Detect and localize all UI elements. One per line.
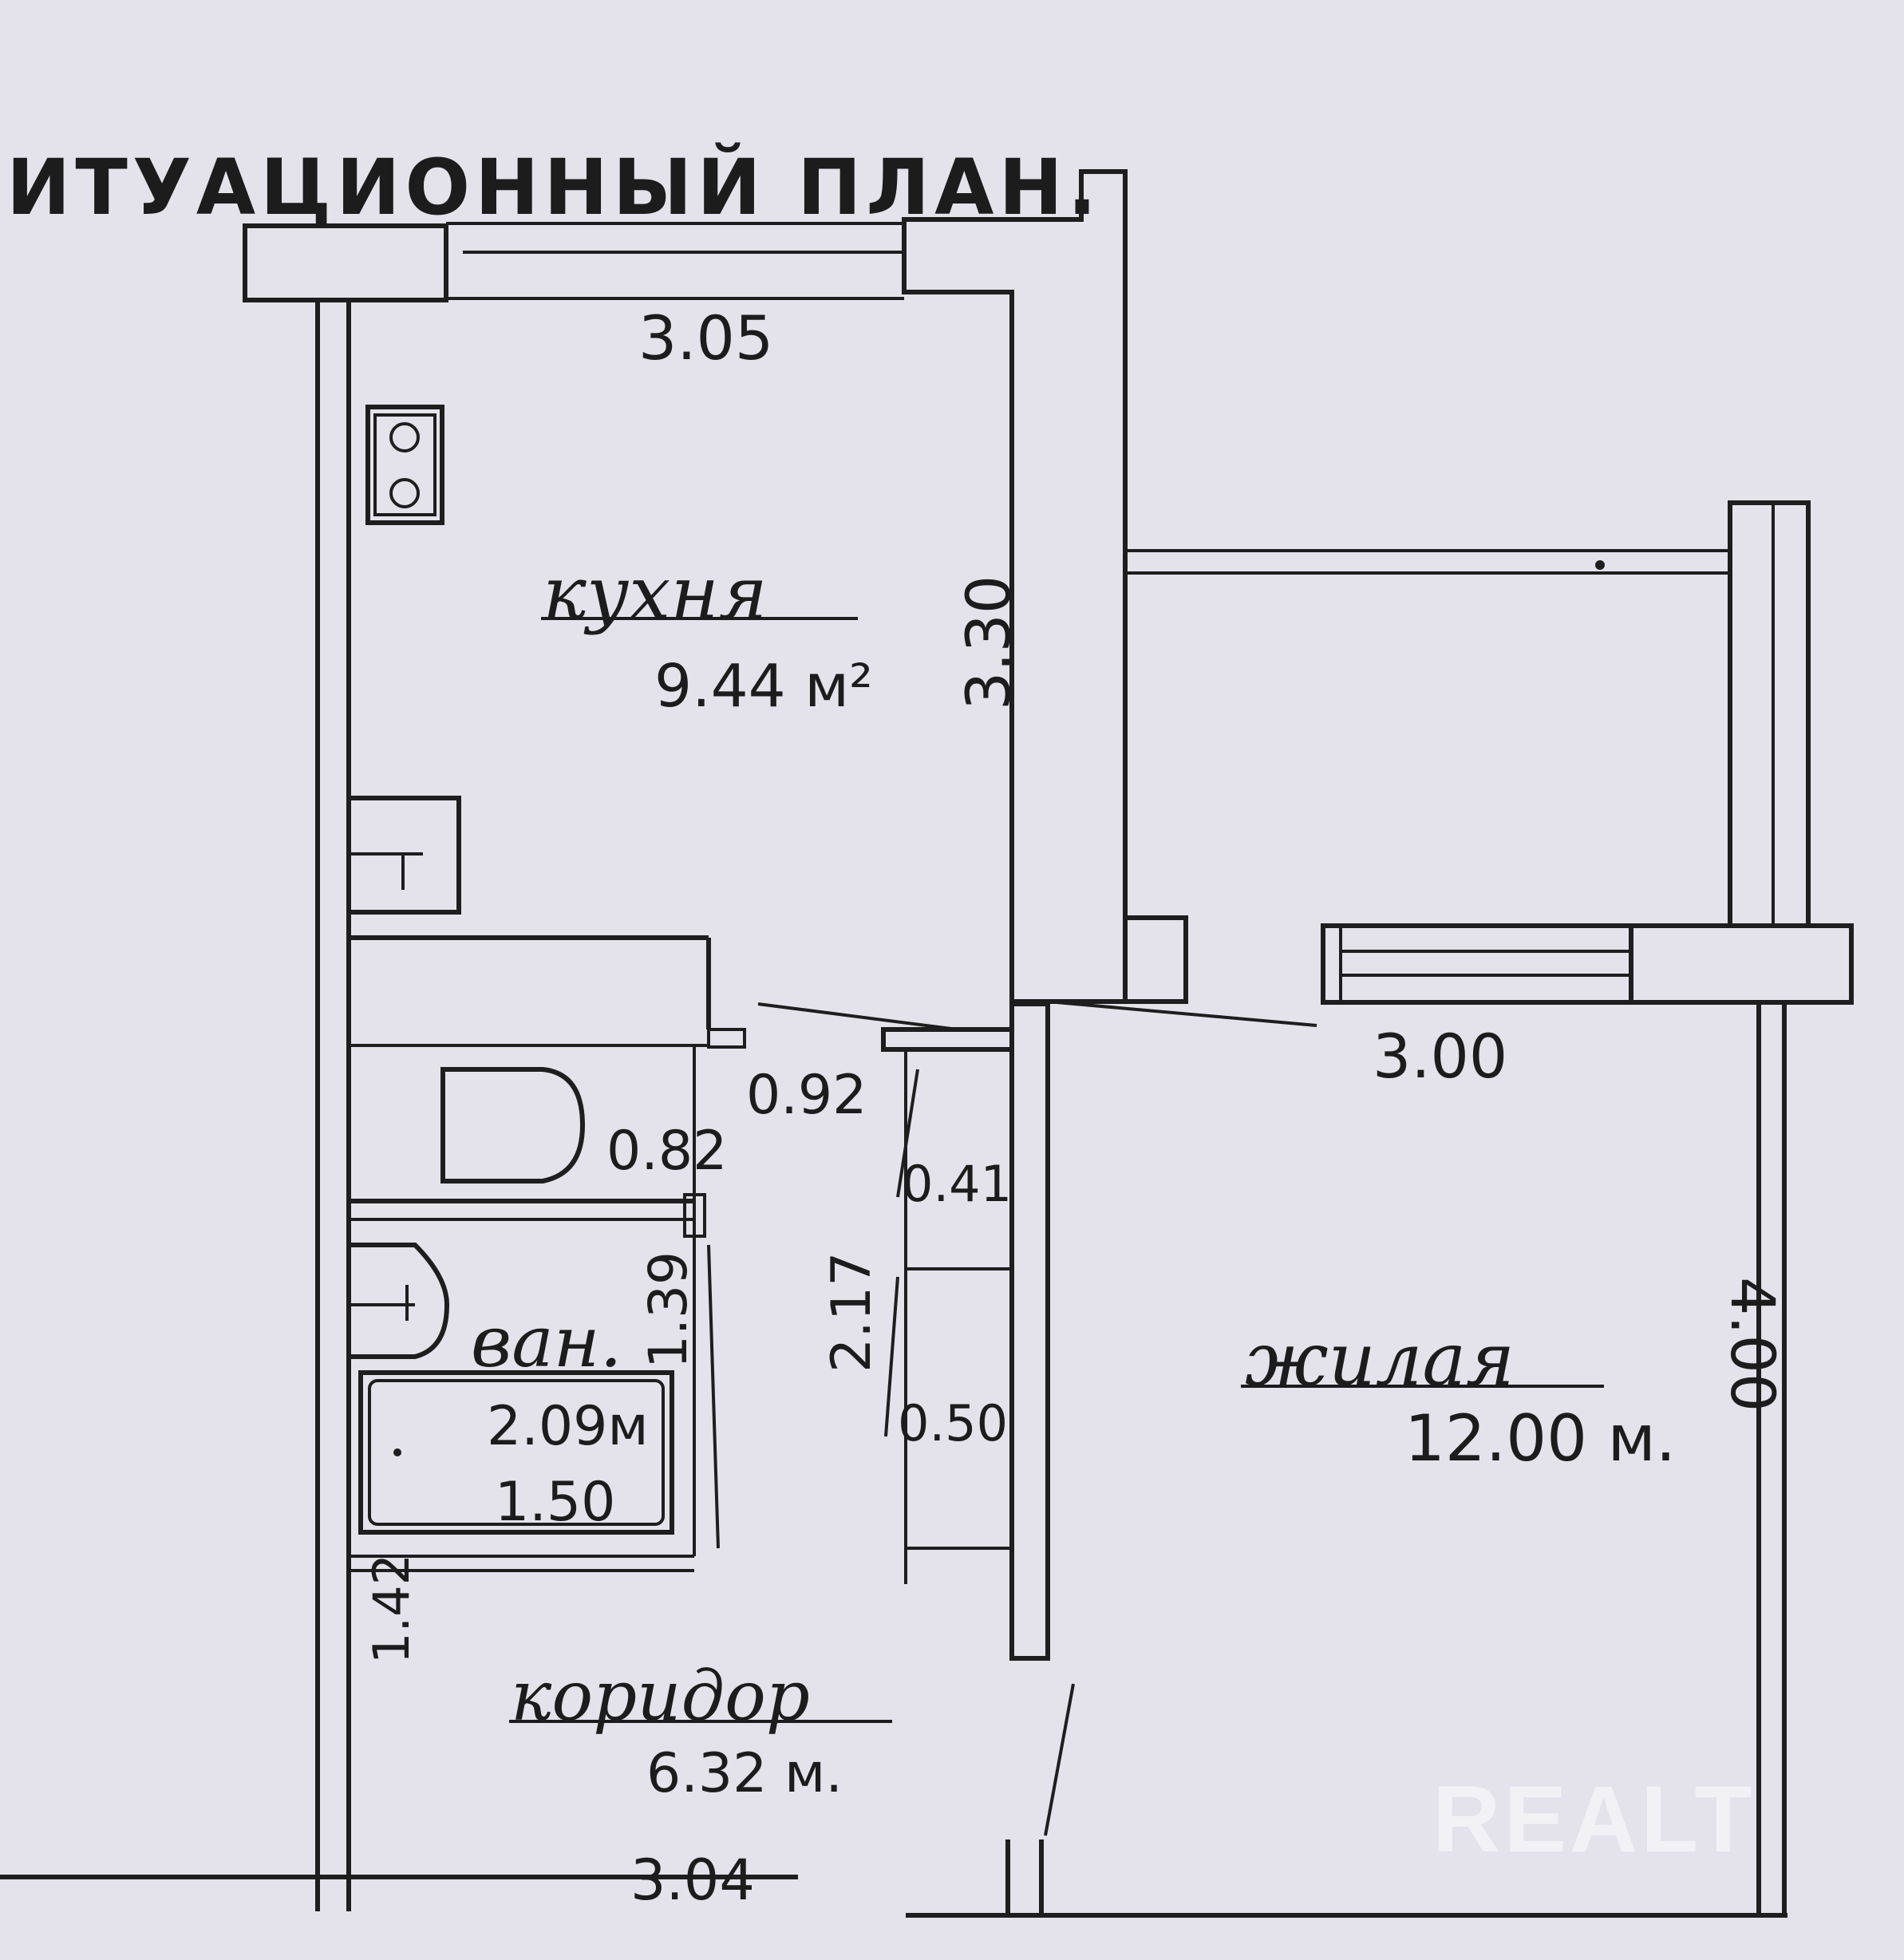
balcony-right-wall [1728, 500, 1811, 928]
bathtub-icon [358, 1370, 674, 1535]
toilet-icon [440, 1067, 586, 1184]
dim-door-092: 0.92 [746, 1064, 867, 1127]
living-window [1321, 923, 1854, 1005]
kitchen-name: кухня [543, 551, 768, 636]
bathroom-extra: 1.50 [495, 1471, 615, 1534]
dim-living-top: 3.00 [1373, 1021, 1507, 1092]
entry-partition [1005, 1683, 1075, 1915]
dim-kitchen-top: 3.05 [638, 302, 773, 373]
corridor-name: коридор [511, 1657, 810, 1737]
corridor-area: 6.32 м. [646, 1742, 843, 1805]
wall-partition-living [1009, 1002, 1050, 1661]
kitchen-door-swing [757, 1002, 958, 1031]
washbasin-icon [349, 1243, 450, 1359]
dim-corridor-side: 1.42 [362, 1554, 421, 1664]
labels: ИТУАЦИОННЫЙ ПЛАН. кухня 9.44 м² 3.05 3.3… [6, 142, 1788, 1913]
dim-bath-side: 1.39 [638, 1251, 699, 1369]
dim-kitchen-side: 3.30 [953, 575, 1024, 710]
dim-wc: 0.82 [606, 1120, 727, 1183]
living-name: жилая [1245, 1317, 1515, 1402]
balcony-rail [1125, 549, 1730, 575]
wall-bottom [0, 1875, 1787, 1918]
dim-corridor-bottom: 3.04 [630, 1847, 755, 1913]
fixtures [346, 405, 1014, 1584]
living-door-swing [1047, 1000, 1317, 1027]
kitchen-window [446, 222, 904, 300]
bathroom-walls [349, 935, 746, 1572]
closet [881, 1027, 1014, 1584]
wall-right [1756, 1002, 1787, 1915]
dim-closet-side: 2.17 [820, 1252, 883, 1373]
bathroom-name: ван. [471, 1301, 622, 1383]
watermark-logo: REALT [1432, 1767, 1756, 1872]
living-area: 12.00 м. [1404, 1401, 1676, 1476]
stove-icon [365, 405, 444, 525]
dim-closet-b: 0.50 [898, 1394, 1008, 1452]
kitchen-sink-icon [346, 796, 461, 915]
wall-left [315, 300, 351, 1911]
dim-closet-a: 0.41 [902, 1155, 1012, 1213]
kitchen-area: 9.44 м² [654, 652, 873, 721]
dim-living-side: 4.00 [1717, 1277, 1788, 1412]
walls [0, 169, 1854, 1918]
wall-block-top-left [243, 223, 448, 302]
bathroom-area: 2.09м [487, 1395, 649, 1458]
wall-kitchen-living [1012, 551, 1188, 1004]
plan-title: ИТУАЦИОННЫЙ ПЛАН. [6, 142, 1101, 232]
